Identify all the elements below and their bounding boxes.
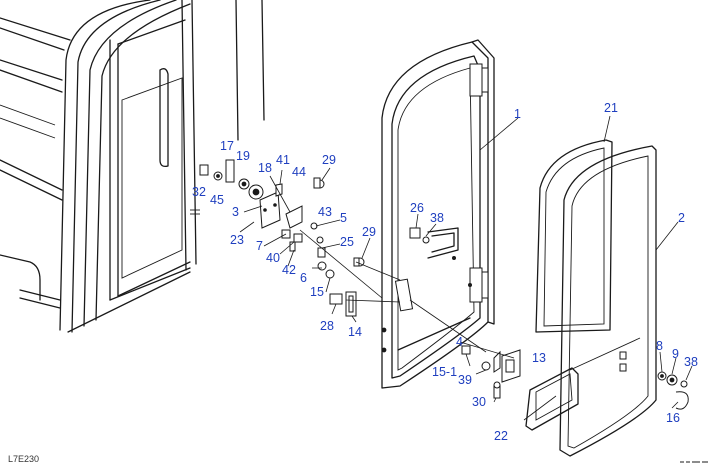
callout-3: 3: [232, 205, 239, 219]
callout-42: 42: [282, 263, 296, 277]
callout-15: 15: [310, 285, 324, 299]
callout-23: 23: [230, 233, 244, 247]
callout-8: 8: [656, 339, 663, 353]
callout-28: 28: [320, 319, 334, 333]
callout-22: 22: [494, 429, 508, 443]
callout-9: 9: [672, 347, 679, 361]
callout-18: 18: [258, 161, 272, 175]
cab-door: [381, 39, 495, 389]
callout-13: 13: [532, 351, 546, 365]
callout-40: 40: [266, 251, 280, 265]
callout-7: 7: [256, 239, 263, 253]
door-outer-panel: [559, 145, 657, 457]
callout-29-upper: 29: [322, 153, 336, 167]
callout-38-door: 38: [430, 211, 444, 225]
callout-44: 44: [292, 165, 306, 179]
callout-2: 2: [678, 211, 685, 225]
callout-45: 45: [210, 193, 224, 207]
hardware-parts: [199, 159, 689, 410]
drawing-code: L7E230: [8, 454, 39, 464]
callout-1: 1: [514, 107, 521, 121]
callout-39: 39: [458, 373, 472, 387]
callout-29-lower: 29: [362, 225, 376, 239]
callout-25: 25: [340, 235, 354, 249]
callout-32: 32: [192, 185, 206, 199]
leader-lines: [239, 115, 693, 421]
callout-41: 41: [276, 153, 290, 167]
callout-labels: 1 2 3 4 5 6 7 8 9 13 14 15 15-1 16 17 18…: [192, 101, 698, 443]
cab-frame: [0, 0, 265, 333]
callout-30: 30: [472, 395, 486, 409]
callout-38-panel: 38: [684, 355, 698, 369]
door-glass-upper: [535, 139, 613, 333]
callout-15-1: 15-1: [432, 365, 457, 379]
callout-26: 26: [410, 201, 424, 215]
callout-21: 21: [604, 101, 618, 115]
callout-6: 6: [300, 271, 307, 285]
callout-14: 14: [348, 325, 362, 339]
callout-43: 43: [318, 205, 332, 219]
callout-5: 5: [340, 211, 347, 225]
callout-16: 16: [666, 411, 680, 425]
callout-19: 19: [236, 149, 250, 163]
callout-17: 17: [220, 139, 234, 153]
callout-4: 4: [456, 335, 463, 349]
